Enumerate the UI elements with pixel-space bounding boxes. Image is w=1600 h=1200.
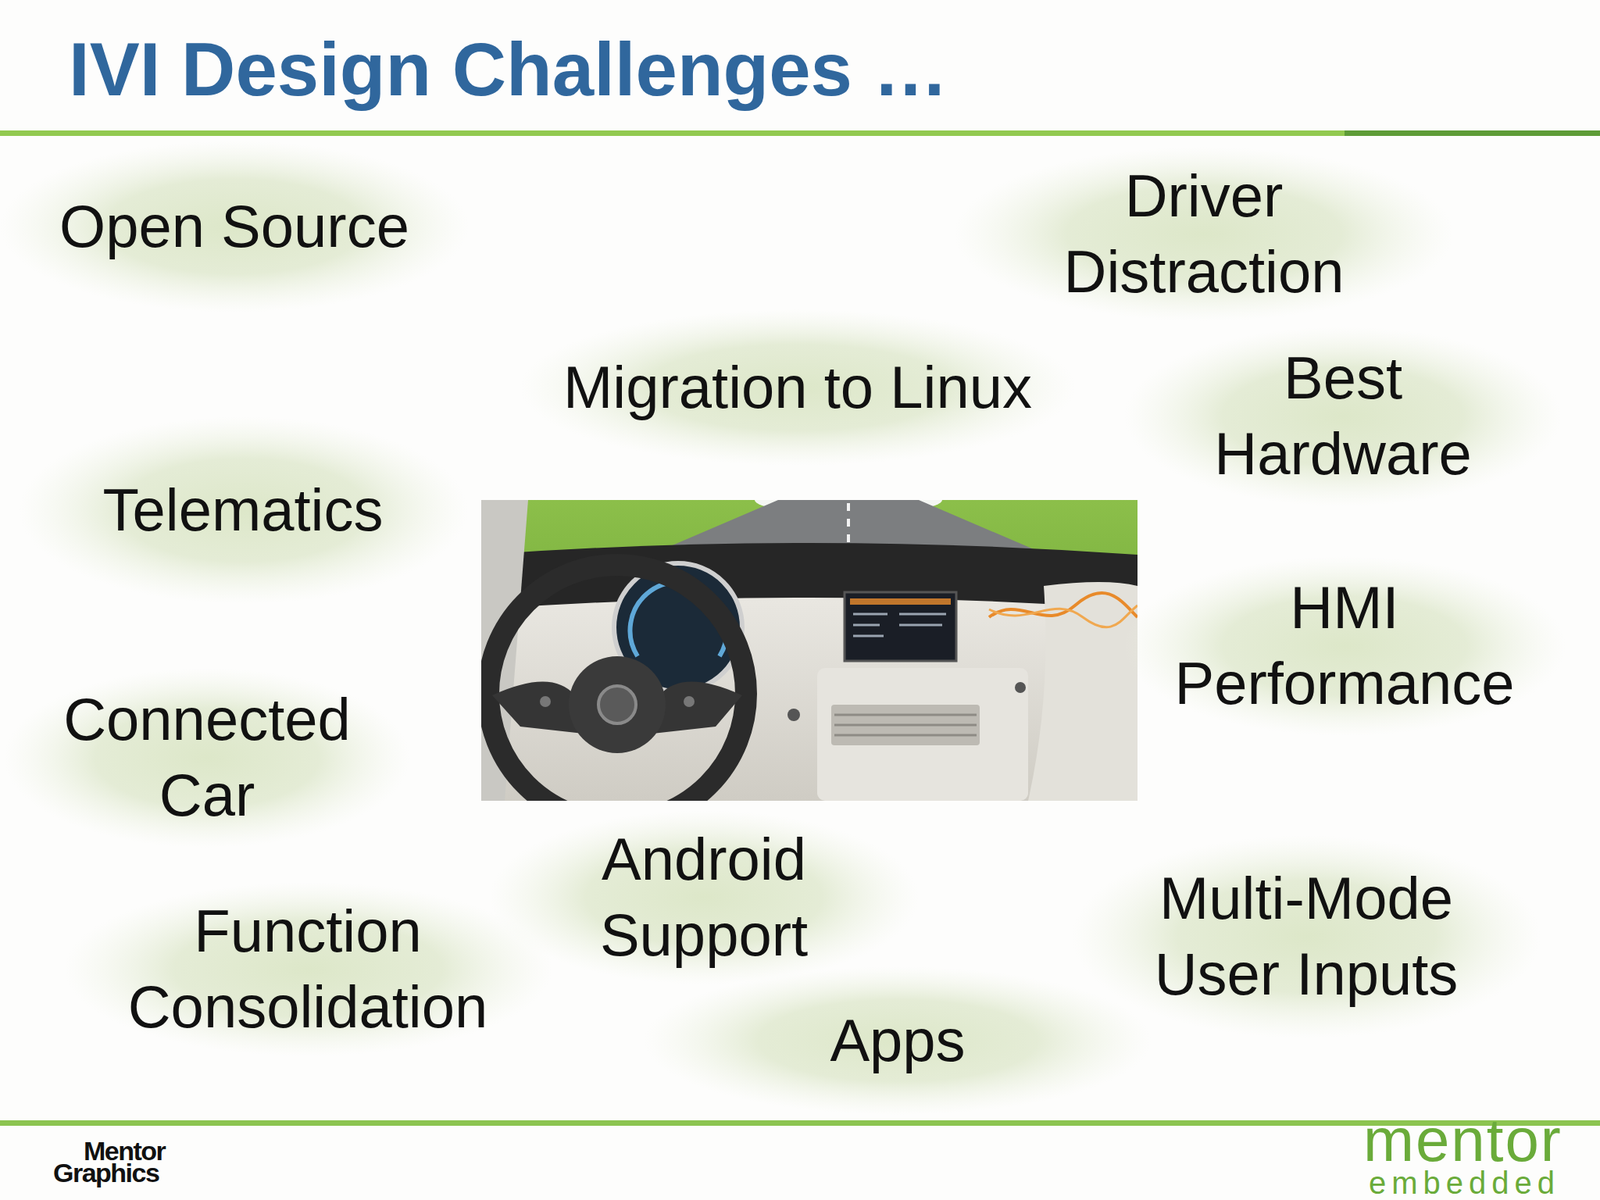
challenge-label: Android Support [578,821,829,973]
screen-bar [850,598,951,605]
challenge-label: Open Source [59,189,410,265]
bubble-ellipse [643,966,1152,1115]
bubble-text-block: Android Support [578,821,829,973]
challenge-bubble: Connected Car [3,667,411,848]
challenge-label: Migration to Linux [563,350,1033,426]
bubble-ellipse [18,416,468,604]
bubble-text-block: Connected Car [42,682,372,833]
vent-slat [834,734,977,737]
bubble-text-block: Driver Distraction [1035,158,1372,310]
bubble-text-block: Function Consolidation [116,893,500,1045]
bubble-ellipse [953,146,1454,322]
logo-text: embedded [1368,1167,1561,1199]
dashboard-photo [481,500,1138,801]
footer-rule [0,1120,1600,1126]
logo-text: Graphics [53,1159,159,1186]
title-rule-accent [1344,130,1600,136]
challenge-bubble: Best Hardware [1124,326,1562,507]
challenge-label: HMI Performance [1160,570,1529,722]
challenge-bubble: Migration to Linux [519,309,1076,466]
ambient-light [989,605,1138,628]
steering-hub [568,656,666,754]
vent-slat [834,714,977,717]
challenge-bubble: Open Source [0,140,469,313]
steering-wheel-rim [488,564,747,801]
ivi-screen [844,592,957,661]
screen-line [899,624,943,627]
challenge-label: Function Consolidation [116,893,500,1045]
screen-line [899,613,947,616]
screen-line [853,613,888,616]
bubble-ellipse [64,882,553,1057]
challenge-bubble: Apps [643,966,1152,1115]
challenge-label: Best Hardware [1186,340,1500,492]
bubble-ellipse [3,667,411,848]
steering-emblem [598,685,636,724]
challenge-label: Telematics [103,472,384,549]
bubble-text-block: Best Hardware [1186,340,1500,492]
challenge-bubble: Driver Distraction [953,146,1454,322]
button [787,708,800,722]
challenge-bubble: Function Consolidation [64,882,553,1057]
ambient-light [989,592,1138,618]
bubble-ellipse [489,810,919,985]
bubble-ellipse [1071,835,1541,1039]
button [1014,682,1026,693]
vent-slat [834,724,977,727]
bubble-text-block: HMI Performance [1160,570,1529,722]
bubble-text-block: Multi-Mode User Inputs [1138,860,1475,1012]
challenge-bubble: Android Support [489,810,919,985]
wheel-button [539,696,551,708]
wheel-button [683,696,695,708]
bubble-text-block: Open Source [59,189,410,265]
challenge-label: Apps [829,1003,965,1079]
slide-title: IVI Design Challenges … [68,32,949,108]
challenge-bubble: Telematics [18,416,468,604]
title-rule [0,130,1345,136]
center-console [817,667,1029,801]
bubble-text-block: Migration to Linux [563,350,1033,426]
logo-text: mentor [1363,1109,1563,1171]
bubble-text-block: Telematics [103,472,384,549]
bubble-ellipse [1124,326,1562,507]
grass [481,500,1138,801]
challenge-bubble: HMI Performance [1123,556,1566,736]
challenge-bubble: Multi-Mode User Inputs [1071,835,1541,1039]
challenge-label: Connected Car [42,682,372,833]
bubble-ellipse [1123,556,1566,736]
challenge-label: Driver Distraction [1035,158,1372,310]
screen-line [853,635,884,638]
bubble-text-block: Apps [829,1003,965,1079]
challenge-label: Multi-Mode User Inputs [1138,860,1475,1012]
screen-line [853,624,880,627]
air-vent [831,704,980,746]
bubble-ellipse [519,309,1076,466]
bubble-ellipse [0,140,469,313]
